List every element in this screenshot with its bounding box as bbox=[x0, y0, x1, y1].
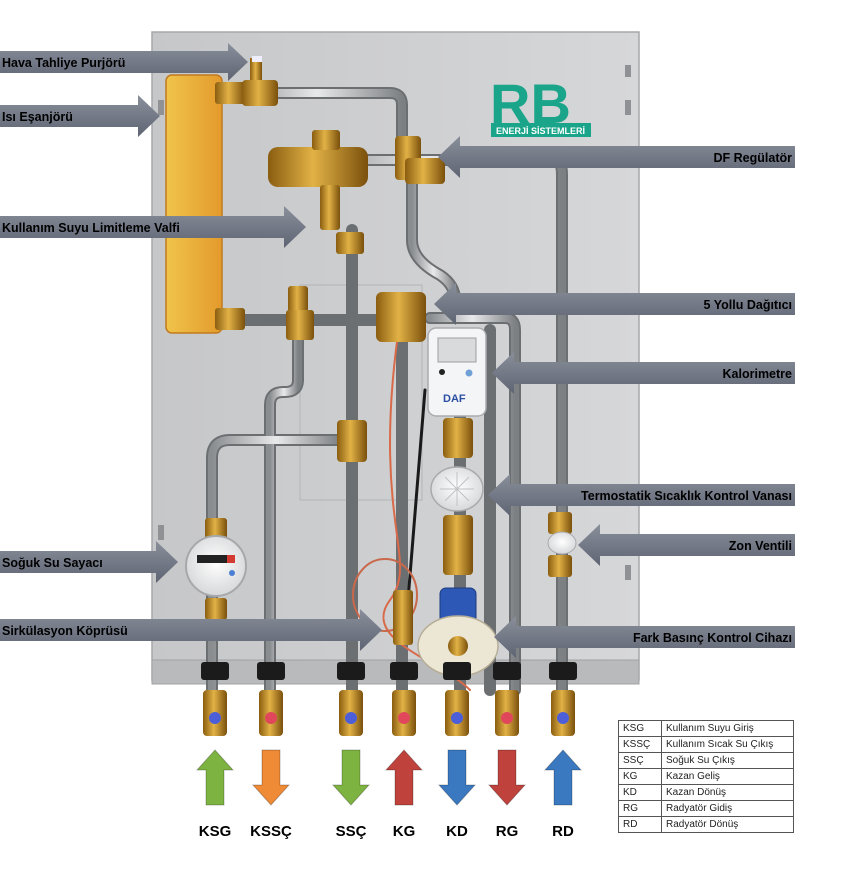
callout-df-regulator: DF Regülatör bbox=[438, 136, 795, 178]
calorimeter-brand: DAF bbox=[443, 393, 466, 405]
callout-kullanim-suyu-limit: Kullanım Suyu Limitleme Valfi bbox=[0, 206, 306, 248]
legend-desc: Radyatör Gidiş bbox=[661, 800, 794, 817]
legend-abbr: RD bbox=[618, 816, 662, 833]
connection-label: KG bbox=[393, 823, 416, 840]
valve-handle bbox=[345, 712, 357, 724]
callout-fark-basinc-label: Fark Basınç Kontrol Cihazı bbox=[633, 631, 792, 645]
valve-handle bbox=[398, 712, 410, 724]
valve-handle bbox=[501, 712, 513, 724]
thermostatic-valve bbox=[430, 466, 484, 512]
legend-desc: Kazan Geliş bbox=[661, 768, 794, 785]
callout-sirkulasyon: Sirkülasyon Köprüsü bbox=[0, 609, 382, 651]
calorimeter: DAF bbox=[427, 327, 487, 417]
connection-label: RG bbox=[496, 823, 519, 840]
callout-kullanim-suyu-limit-label: Kullanım Suyu Limitleme Valfi bbox=[2, 221, 180, 235]
legend-desc: Kullanım Suyu Giriş bbox=[661, 720, 794, 737]
valve-handle bbox=[265, 712, 277, 724]
valve-handle bbox=[451, 712, 463, 724]
legend-desc: Radyatör Dönüş bbox=[661, 816, 794, 833]
callouts-right: DF Regülatör 5 Yollu Dağıtıcı Kalorimetr… bbox=[434, 136, 795, 658]
pipe-brackets bbox=[201, 662, 577, 680]
legend-desc: Kullanım Sıcak Su Çıkış bbox=[661, 736, 794, 753]
pipe-bracket bbox=[549, 662, 577, 680]
pipe-bracket bbox=[201, 662, 229, 680]
callout-soguk-su-sayaci: Soğuk Su Sayacı bbox=[0, 541, 178, 583]
pipe-bracket bbox=[443, 662, 471, 680]
flow-arrow-kg bbox=[384, 749, 424, 806]
connection-label: SSÇ bbox=[336, 823, 367, 840]
flow-arrow-kssç bbox=[251, 749, 291, 806]
callout-kalorimetre-label: Kalorimetre bbox=[723, 367, 793, 381]
legend-desc: Kazan Dönüş bbox=[661, 784, 794, 801]
valve-handle bbox=[557, 712, 569, 724]
callout-kalorimetre: Kalorimetre bbox=[492, 352, 795, 394]
callout-termostatik: Termostatik Sıcaklık Kontrol Vanası bbox=[488, 474, 795, 516]
legend-abbr: KD bbox=[618, 784, 662, 801]
legend-abbr: KG bbox=[618, 768, 662, 785]
flow-arrow-ksg bbox=[195, 749, 235, 806]
callout-sirkulasyon-label: Sirkülasyon Köprüsü bbox=[2, 624, 128, 638]
legend-abbr: KSG bbox=[618, 720, 662, 737]
flow-arrow-ssç bbox=[331, 749, 371, 806]
cold-water-meter bbox=[185, 535, 247, 597]
flow-arrow-rd bbox=[543, 749, 583, 806]
zone-valve bbox=[547, 531, 577, 555]
legend-desc: Soğuk Su Çıkış bbox=[661, 752, 794, 769]
connection-label: RD bbox=[552, 823, 574, 840]
callout-soguk-su-sayaci-label: Soğuk Su Sayacı bbox=[2, 556, 103, 570]
flow-arrow-rg bbox=[487, 749, 527, 806]
callouts-left: Hava Tahliye Purjörü Isı Eşanjörü Kullan… bbox=[0, 43, 382, 651]
callout-5-yollu: 5 Yollu Dağıtıcı bbox=[434, 283, 795, 325]
connection-label: KD bbox=[446, 823, 468, 840]
callout-isi-esanjor-label: Isı Eşanjörü bbox=[2, 110, 73, 124]
callout-termostatik-label: Termostatik Sıcaklık Kontrol Vanası bbox=[581, 489, 792, 503]
callout-5-yollu-label: 5 Yollu Dağıtıcı bbox=[704, 298, 792, 312]
callout-df-regulator-label: DF Regülatör bbox=[714, 151, 793, 165]
brass-fittings bbox=[205, 56, 572, 645]
pipe-bracket bbox=[337, 662, 365, 680]
flow-arrows: KSG KSSÇ SSÇ KG KD RG RD bbox=[195, 749, 583, 840]
flow-arrow-kd bbox=[437, 749, 477, 806]
callout-isi-esanjor: Isı Eşanjörü bbox=[0, 95, 160, 137]
company-logo: RB ENERJİ SİSTEMLERİ bbox=[490, 72, 591, 137]
callout-zon-ventili: Zon Ventili bbox=[578, 524, 795, 566]
logo-subtitle: ENERJİ SİSTEMLERİ bbox=[496, 126, 585, 136]
callout-fark-basinc: Fark Basınç Kontrol Cihazı bbox=[494, 616, 795, 658]
valve-handle bbox=[209, 712, 221, 724]
heat-exchanger bbox=[165, 74, 245, 334]
connection-label: KSG bbox=[199, 823, 232, 840]
legend-abbr: KSSÇ bbox=[618, 736, 662, 753]
connection-label: KSSÇ bbox=[250, 823, 292, 840]
pipe-bracket bbox=[257, 662, 285, 680]
callout-zon-ventili-label: Zon Ventili bbox=[729, 539, 792, 553]
callout-hava-tahliye-label: Hava Tahliye Purjörü bbox=[2, 56, 125, 70]
pipe-bracket bbox=[493, 662, 521, 680]
pipe-bracket bbox=[390, 662, 418, 680]
legend-abbr: SSÇ bbox=[618, 752, 662, 769]
callout-hava-tahliye: Hava Tahliye Purjörü bbox=[0, 43, 248, 81]
ball-valves bbox=[203, 690, 575, 736]
legend-abbr: RG bbox=[618, 800, 662, 817]
